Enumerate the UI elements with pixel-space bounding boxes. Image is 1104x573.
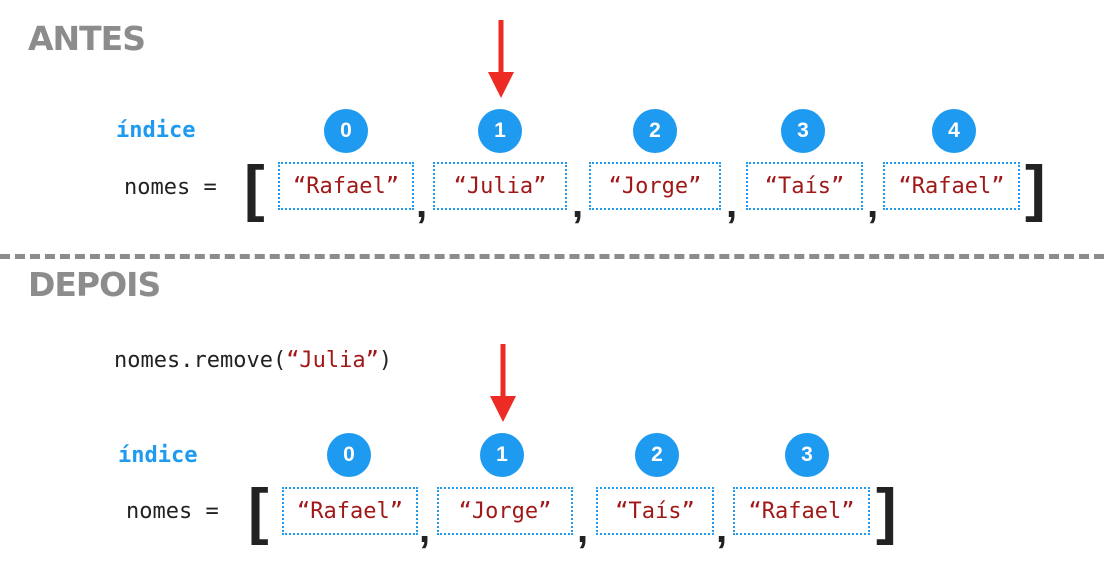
before-close-bracket: ] <box>1025 154 1046 223</box>
before-index-label: índice <box>116 118 196 143</box>
after-list-item: “Rafael” <box>282 487 418 535</box>
section-divider <box>0 254 1104 259</box>
before-index-badge: 2 <box>633 109 677 153</box>
remove-call-code: nomes.remove(“Julia”) <box>114 350 392 372</box>
before-comma: , <box>726 182 738 226</box>
before-index-badge: 4 <box>932 109 976 153</box>
before-list-item: “Rafael” <box>883 162 1020 210</box>
before-index-badge: 0 <box>324 109 368 153</box>
before-heading: ANTES <box>28 19 146 58</box>
after-index-label: índice <box>118 443 198 468</box>
before-list-item: “Rafael” <box>278 162 414 210</box>
after-var-label: nomes = <box>126 499 219 524</box>
after-list-item: “Rafael” <box>733 487 870 535</box>
after-list-item: “Taís” <box>596 487 714 535</box>
before-comma: , <box>416 182 428 226</box>
before-index-badge: 3 <box>781 109 825 153</box>
down-arrow-icon <box>490 344 516 422</box>
after-comma: , <box>419 507 431 551</box>
after-close-bracket: ] <box>876 477 897 546</box>
after-index-badge: 1 <box>480 433 524 477</box>
before-var-label: nomes = <box>124 175 217 200</box>
after-heading: DEPOIS <box>28 265 161 304</box>
down-arrow-icon <box>488 20 514 98</box>
code-prefix: nomes.remove( <box>114 348 287 373</box>
after-list-item: “Jorge” <box>437 487 573 535</box>
before-list-item: “Jorge” <box>589 162 721 210</box>
before-open-bracket: [ <box>244 154 265 223</box>
code-suffix: ) <box>378 348 393 373</box>
before-list-item: “Taís” <box>746 162 863 210</box>
after-comma: , <box>716 507 728 551</box>
before-list-item: “Julia” <box>433 162 567 210</box>
after-index-badge: 0 <box>327 433 371 477</box>
after-open-bracket: [ <box>248 477 269 546</box>
after-comma: , <box>577 507 589 551</box>
before-index-badge: 1 <box>478 109 522 153</box>
after-index-badge: 2 <box>635 433 679 477</box>
before-comma: , <box>867 182 879 226</box>
before-comma: , <box>572 182 584 226</box>
code-argument: “Julia” <box>286 348 379 373</box>
after-index-badge: 3 <box>785 433 829 477</box>
